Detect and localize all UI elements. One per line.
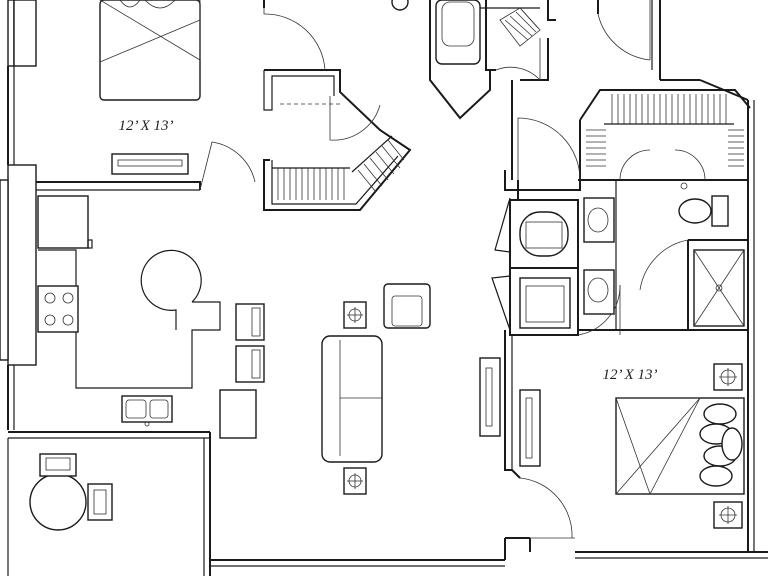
burner [44, 292, 56, 304]
refrigerator [37, 195, 89, 249]
walk-in-closet-shelving [586, 94, 744, 167]
living-room [321, 283, 501, 495]
bedroom-2: 12’ X 13’ [519, 363, 745, 529]
burner [44, 314, 56, 326]
end-table [343, 467, 367, 495]
kitchen [14, 195, 265, 439]
room-dimension-label: 12’ X 13’ [603, 367, 658, 383]
dining-chair [87, 483, 113, 521]
armchair [383, 283, 431, 329]
closet-shelving [272, 94, 744, 200]
sink [587, 207, 609, 233]
dishwasher [219, 389, 257, 439]
sink [587, 277, 609, 303]
burner [62, 292, 74, 304]
nightstand [713, 501, 743, 529]
dining [29, 453, 113, 531]
vanity [583, 197, 615, 243]
room-dimension-label: 12’ X 13’ [119, 118, 174, 134]
tv-console [479, 357, 501, 437]
sofa [321, 335, 383, 463]
toilet [678, 195, 729, 227]
master-bath [519, 182, 745, 329]
bed-1 [99, 0, 201, 101]
cooktop [37, 285, 79, 333]
dining-chair [39, 453, 77, 477]
interior-walls [36, 0, 751, 479]
bedroom-1: 12’ X 13’ [99, 0, 201, 175]
dresser-1 [111, 153, 189, 175]
bath-top [391, 0, 541, 65]
pillows [699, 403, 743, 487]
sink-top [391, 0, 409, 11]
nightstand [713, 363, 743, 391]
closet-rod-top [499, 7, 541, 47]
end-table [343, 301, 367, 329]
doors [199, 0, 706, 539]
dryer [519, 277, 571, 329]
bar-stool [235, 345, 265, 383]
vanity [583, 269, 615, 315]
dining-table [29, 473, 87, 531]
burner [62, 314, 74, 326]
washer [519, 211, 569, 257]
bathtub [435, 0, 481, 65]
dresser-2 [519, 389, 541, 467]
bar-stool [235, 303, 265, 341]
